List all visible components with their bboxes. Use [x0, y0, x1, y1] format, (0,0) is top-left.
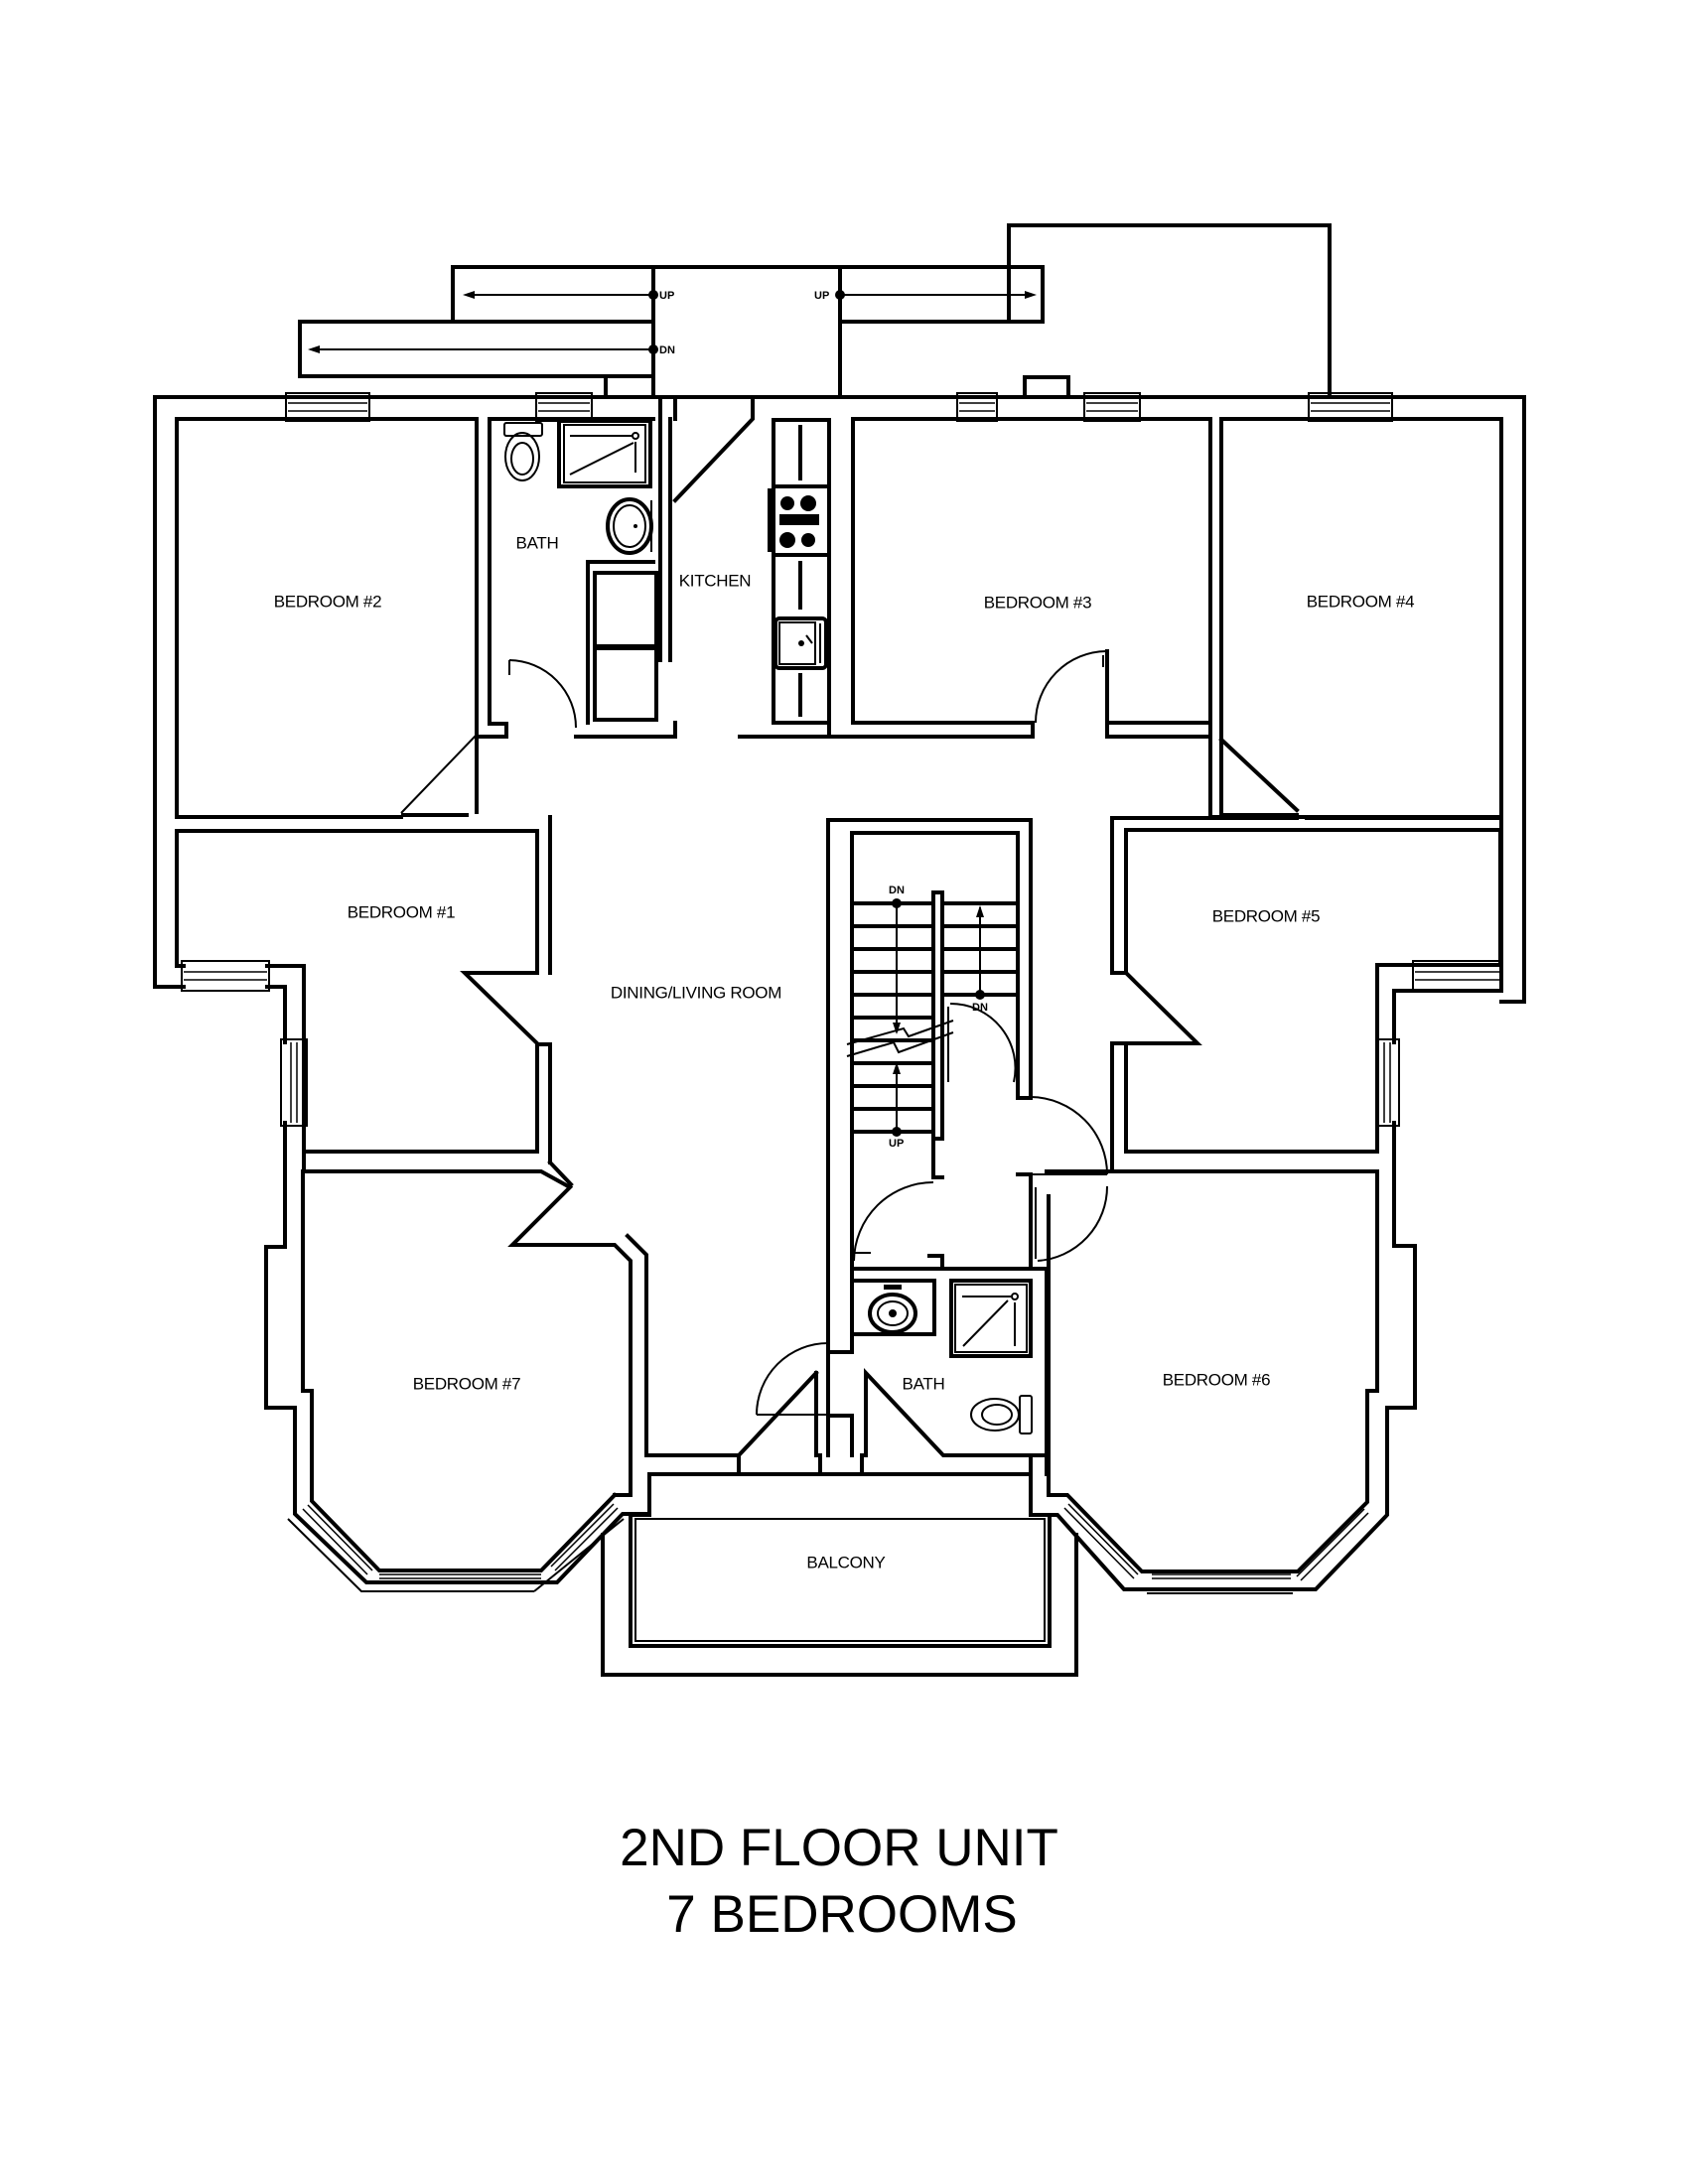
exterior-stairs: UP DN UP	[298, 223, 1332, 399]
bay-window	[287, 1503, 625, 1592]
room-bedroom-5: BEDROOM #5	[1110, 816, 1526, 1248]
shower-icon	[557, 419, 652, 488]
room-label-bedroom-1: BEDROOM #1	[348, 902, 455, 921]
stair-label-up: UP	[889, 1138, 904, 1150]
window	[280, 1038, 308, 1127]
window	[1412, 960, 1503, 992]
room-bedroom-2: BEDROOM #2	[175, 592, 478, 819]
bay-window	[1063, 1503, 1369, 1594]
sink-icon	[606, 497, 653, 555]
sink-icon	[868, 1285, 917, 1334]
room-label-bath-upper: BATH	[516, 533, 559, 552]
room-label-bedroom-6: BEDROOM #6	[1163, 1370, 1270, 1389]
room-balcony: BALCONY	[601, 1472, 1078, 1677]
room-label-balcony: BALCONY	[806, 1553, 885, 1571]
room-label-bedroom-5: BEDROOM #5	[1212, 906, 1320, 925]
room-bedroom-7: BEDROOM #7	[264, 1150, 739, 1592]
room-label-bedroom-2: BEDROOM #2	[274, 592, 381, 611]
room-label-kitchen: KITCHEN	[679, 571, 752, 590]
room-label-bedroom-7: BEDROOM #7	[413, 1374, 520, 1393]
plan-title: 2ND FLOOR UNIT 7 BEDROOMS	[620, 1819, 1058, 1944]
room-label-bath-lower: BATH	[903, 1374, 945, 1393]
kitchen-sink-icon	[774, 616, 828, 670]
stair-label-dn: DN	[972, 1002, 988, 1014]
room-label-bedroom-4: BEDROOM #4	[1307, 592, 1414, 611]
window	[181, 960, 270, 992]
title-line-1: 2ND FLOOR UNIT	[620, 1819, 1058, 1877]
room-bath-lower: BATH	[736, 1267, 1049, 1476]
room-bath-upper: BATH	[475, 419, 677, 739]
stair-label-up: UP	[659, 290, 674, 302]
room-kitchen: KITCHEN	[658, 395, 855, 739]
room-bedroom-6: BEDROOM #6	[1029, 1169, 1417, 1594]
room-bedroom-3: BEDROOM #3	[851, 593, 1212, 819]
room-bedroom-4: BEDROOM #4	[1208, 592, 1503, 819]
window	[1376, 1038, 1400, 1127]
title-line-2: 7 BEDROOMS	[666, 1885, 1017, 1944]
room-label-dining-living: DINING/LIVING ROOM	[611, 983, 781, 1002]
shower-icon	[954, 1284, 1028, 1353]
stair-label-up: UP	[814, 290, 829, 302]
room-label-bedroom-3: BEDROOM #3	[984, 593, 1091, 612]
room-dining-living: DINING/LIVING ROOM	[611, 983, 781, 1002]
interior-stairs: DN DN UP	[826, 818, 1109, 1457]
stair-label-dn: DN	[889, 885, 905, 896]
toilet-icon	[970, 1395, 1033, 1434]
stove-icon	[768, 484, 831, 557]
room-bedroom-1: BEDROOM #1	[153, 815, 552, 1249]
stair-label-dn: DN	[659, 344, 675, 356]
toilet-icon	[503, 422, 543, 481]
